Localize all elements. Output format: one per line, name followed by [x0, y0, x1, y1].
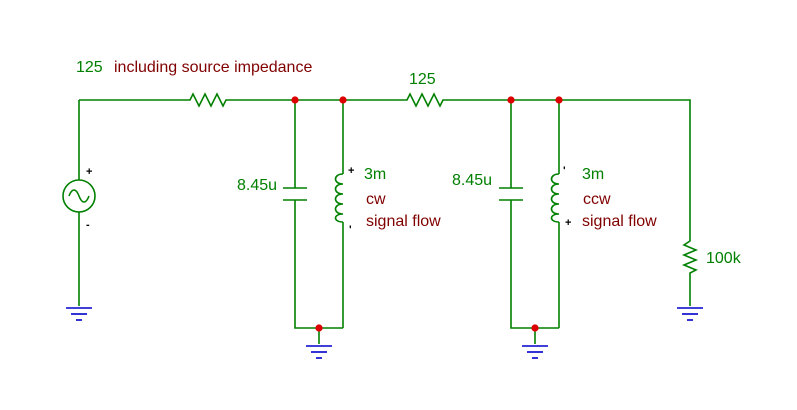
cap1-label: 8.45u — [237, 177, 277, 194]
ind2-direction: ccw — [583, 191, 611, 208]
inductor-2 — [550, 166, 560, 228]
ground-tank2-icon — [522, 345, 548, 359]
ind1-direction: cw — [366, 191, 386, 208]
resistor-source-125 — [186, 92, 231, 108]
node-l2-top — [555, 96, 563, 104]
ground-tank1-icon — [306, 345, 332, 359]
node-c1-top — [291, 96, 299, 104]
source-note-value: 125 — [76, 59, 103, 76]
node-gnd2 — [531, 324, 539, 332]
ind2-value: 3m — [582, 166, 604, 183]
ind1-flow: signal flow — [366, 213, 441, 230]
node-l1-top — [339, 96, 347, 104]
series-resistor-label: 125 — [409, 71, 436, 88]
source-plus: + — [86, 166, 92, 178]
l1-plus: + — [348, 165, 354, 177]
wire-c1-bottom — [294, 200, 343, 329]
resistor-series-125 — [403, 92, 448, 108]
l1-tick: ' — [349, 224, 352, 236]
ind2-flow: signal flow — [582, 213, 657, 230]
load-resistor-label: 100k — [706, 250, 742, 267]
ind1-value: 3m — [364, 166, 386, 183]
inductor-1 — [334, 166, 344, 228]
source-note-text: including source impedance — [114, 59, 312, 76]
node-c2-top — [507, 96, 515, 104]
junction-nodes — [291, 96, 563, 332]
wire-r2-to-out — [448, 99, 691, 238]
source-minus: - — [86, 219, 90, 231]
l2-tick: ' — [563, 165, 566, 177]
ac-source — [62, 179, 96, 213]
l2-plus: + — [565, 217, 571, 229]
wire-c2-bottom — [510, 200, 559, 329]
capacitor-1 — [283, 187, 307, 201]
ground-source-icon — [66, 307, 92, 321]
resistor-load-100k — [681, 238, 699, 276]
ground-load-icon — [677, 307, 703, 321]
capacitor-2 — [499, 187, 523, 201]
wires — [78, 99, 691, 344]
node-gnd1 — [315, 324, 323, 332]
cap2-label: 8.45u — [452, 172, 492, 189]
